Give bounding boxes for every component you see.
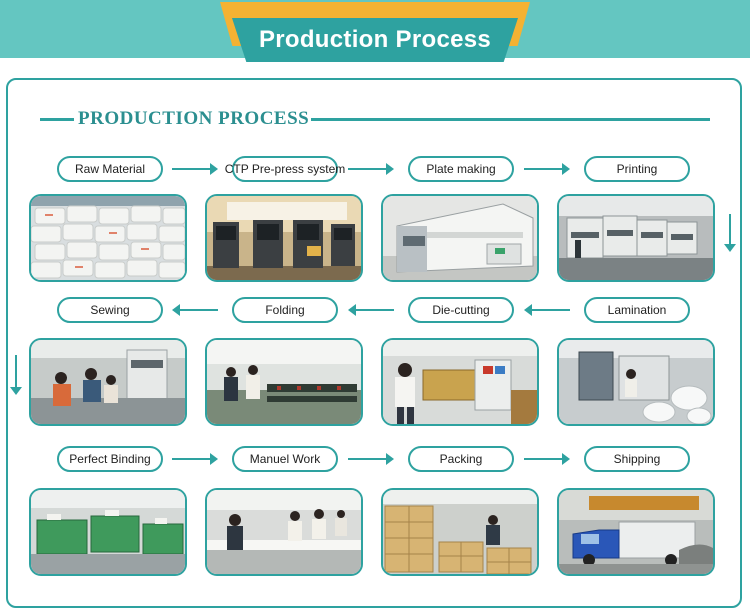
step-packing: Packing [408,446,514,472]
arrow-right-icon [348,453,394,465]
arrow-left-icon [172,304,218,316]
step-perfect-binding: Perfect Binding [57,446,163,472]
heading-rule-left [40,118,74,121]
step-plate-making: Plate making [408,156,514,182]
arrow-down-icon [724,214,736,252]
page-title: Production Process [259,26,491,54]
photo-shipping [557,488,715,576]
photo-lamination [557,338,715,426]
photo-ctp-prepress [205,194,363,282]
arrow-left-icon [348,304,394,316]
arrow-right-icon [524,453,570,465]
step-manuel-work: Manuel Work [232,446,338,472]
photo-printing [557,194,715,282]
arrow-right-icon [348,163,394,175]
banner: Production Process [232,18,518,62]
photo-folding [205,338,363,426]
arrow-right-icon [172,453,218,465]
photo-packing [381,488,539,576]
photo-die-cutting [381,338,539,426]
step-shipping: Shipping [584,446,690,472]
step-folding: Folding [232,297,338,323]
heading-rule-right [310,118,710,121]
step-sewing: Sewing [57,297,163,323]
photo-plate-making [381,194,539,282]
step-lamination: Lamination [584,297,690,323]
photo-perfect-binding [29,488,187,576]
section-title: PRODUCTION PROCESS [76,108,311,130]
section-heading: PRODUCTION PROCESS [40,108,710,128]
arrow-down-icon [10,355,22,395]
photo-manuel-work [205,488,363,576]
photo-raw-material [29,194,187,282]
arrow-right-icon [172,163,218,175]
step-raw-material: Raw Material [57,156,163,182]
step-die-cutting: Die-cutting [408,297,514,323]
arrow-right-icon [524,163,570,175]
step-ctp-prepress: CTP Pre-press system [232,156,338,182]
step-printing: Printing [584,156,690,182]
photo-sewing [29,338,187,426]
arrow-left-icon [524,304,570,316]
